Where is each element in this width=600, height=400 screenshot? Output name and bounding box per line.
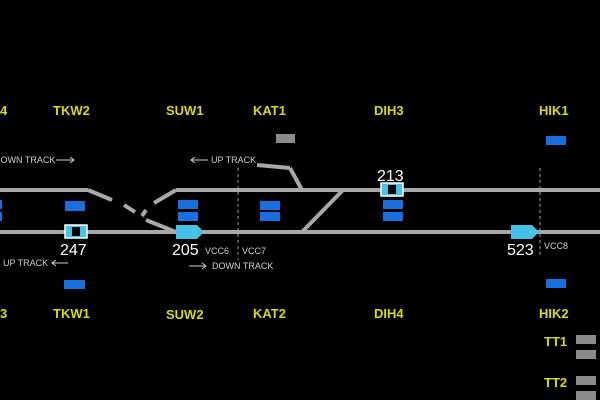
station-label-hik1[interactable]: HIK1 <box>539 103 569 118</box>
train-id-label: 523 <box>507 242 534 259</box>
side-track-block-inactive[interactable] <box>576 335 596 344</box>
crossover-switches <box>87 163 345 234</box>
track-block-inactive[interactable] <box>276 134 295 143</box>
train-205[interactable]: 205 <box>172 225 204 259</box>
station-label-kat1[interactable]: KAT1 <box>253 103 286 118</box>
station-label-hik2[interactable]: HIK2 <box>539 306 569 321</box>
track-block[interactable] <box>546 136 566 145</box>
train-id-label: 213 <box>377 168 404 185</box>
station-label-edge-bottom: 3 <box>0 306 7 321</box>
station-label-edge-top: 4 <box>0 103 8 118</box>
arrow-right-icon <box>189 262 207 270</box>
station-label-dih4[interactable]: DIH4 <box>374 306 404 321</box>
track-block[interactable] <box>178 200 198 209</box>
side-track-block-inactive[interactable] <box>576 350 596 359</box>
train-523[interactable]: 523 <box>507 225 539 259</box>
direction-label-down-track-bottom: DOWN TRACK <box>212 261 273 271</box>
track-block[interactable] <box>383 200 403 209</box>
vcc-label-vcc6: VCC6 <box>205 246 229 256</box>
side-label-tt2[interactable]: TT2 <box>544 375 567 390</box>
train-id-label: 205 <box>172 242 199 259</box>
direction-label-up-track-bottom: UP TRACK <box>3 258 48 268</box>
track-block[interactable] <box>383 212 403 221</box>
track-block[interactable] <box>178 212 198 221</box>
station-label-suw1[interactable]: SUW1 <box>166 103 204 118</box>
track-block[interactable] <box>0 200 2 209</box>
station-label-kat2[interactable]: KAT2 <box>253 306 286 321</box>
direction-label-down-track-top: DOWN TRACK <box>0 155 55 165</box>
track-block[interactable] <box>260 212 280 221</box>
train-213[interactable]: 213 <box>377 168 404 197</box>
direction-label-up-track-top: UP TRACK <box>211 155 256 165</box>
track-block[interactable] <box>546 279 566 288</box>
arrow-left-icon <box>190 156 208 164</box>
side-label-tt1[interactable]: TT1 <box>544 334 567 349</box>
arrow-left-icon <box>51 259 68 267</box>
track-block[interactable] <box>260 201 280 210</box>
station-label-suw2[interactable]: SUW2 <box>166 307 204 322</box>
side-track-block-inactive[interactable] <box>576 391 596 400</box>
track-block[interactable] <box>64 280 85 289</box>
track-block[interactable] <box>65 201 85 211</box>
track-block[interactable] <box>0 212 2 221</box>
station-label-dih3[interactable]: DIH3 <box>374 103 404 118</box>
arrow-right-icon <box>56 156 75 164</box>
vcc-label-vcc7: VCC7 <box>242 246 266 256</box>
station-label-tkw2[interactable]: TKW2 <box>53 103 90 118</box>
side-track-block-inactive[interactable] <box>576 376 596 385</box>
train-247[interactable]: 247 <box>60 224 88 259</box>
train-id-label: 247 <box>60 242 87 259</box>
station-label-tkw1[interactable]: TKW1 <box>53 306 90 321</box>
vcc-label-vcc8: VCC8 <box>544 241 568 251</box>
